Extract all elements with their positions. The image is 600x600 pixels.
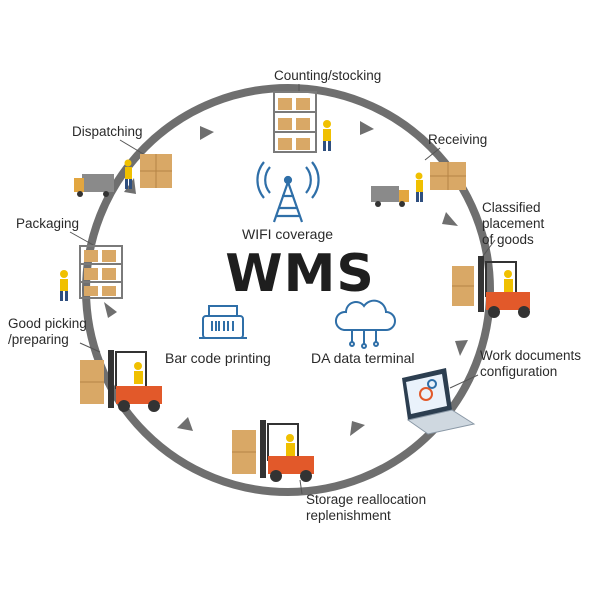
stage-picking-line: /preparing (8, 332, 69, 347)
stage-work-docs-line: configuration (480, 364, 558, 379)
stage-work-docs-label: Work documents configuration (480, 348, 581, 380)
barcode-printer-icon (199, 305, 247, 339)
wms-title: WMS (225, 244, 375, 304)
forklift-storage-illustration (232, 420, 314, 482)
arrow-icon (360, 121, 374, 135)
wifi-coverage-label: WIFI coverage (242, 226, 334, 242)
stage-picking-line: Good picking (8, 316, 87, 331)
stage-receiving-label: Receiving (428, 132, 488, 147)
packaging-shelf-illustration (60, 245, 123, 301)
stage-dispatching-label: Dispatching (72, 124, 143, 139)
stage-storage-label: Storage reallocation replenishment (306, 492, 426, 524)
stage-classified-line: placement (482, 216, 545, 231)
stage-picking-label: Good picking /preparing (8, 316, 87, 348)
stage-storage-line: Storage reallocation (306, 492, 427, 507)
arrow-icon (104, 302, 117, 318)
arrow-icon (455, 340, 468, 356)
barcode-printing-label: Bar code printing (165, 350, 271, 366)
dispatching-truck-illustration (74, 154, 172, 197)
arrow-icon (200, 126, 214, 140)
stage-classified-label: Classified placement of goods (482, 200, 544, 248)
stage-work-docs-line: Work documents (480, 348, 582, 363)
stage-classified-line: of goods (482, 232, 534, 247)
arrow-icon (350, 421, 365, 436)
stage-counting-label: Counting/stocking (274, 68, 382, 83)
forklift-placement-illustration (452, 256, 530, 318)
stage-classified-line: Classified (482, 200, 541, 215)
receiving-truck-illustration (371, 162, 466, 207)
arrow-icon (177, 417, 193, 431)
stage-storage-line: replenishment (306, 508, 391, 523)
wifi-tower-icon (256, 161, 320, 223)
data-terminal-label: DA data terminal (311, 350, 415, 366)
cloud-terminal-icon (335, 299, 396, 349)
forklift-picking-illustration (80, 350, 162, 412)
laptop-config-illustration (402, 368, 476, 435)
shelf-stocking-illustration (273, 91, 331, 153)
stage-packaging-label: Packaging (16, 216, 80, 231)
arrow-icon (442, 212, 458, 226)
